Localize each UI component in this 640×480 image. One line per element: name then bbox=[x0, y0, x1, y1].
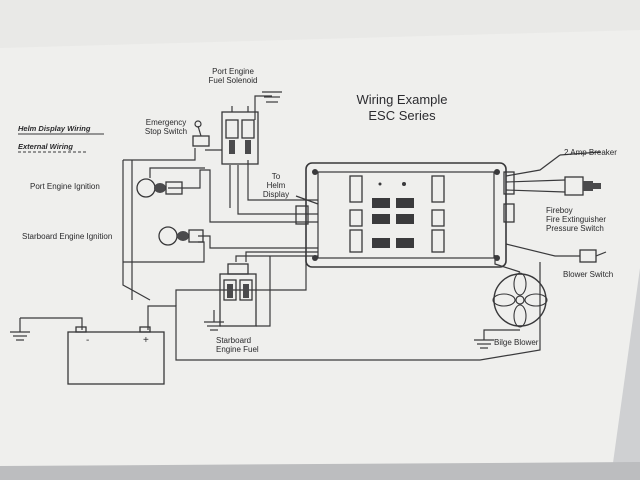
breaker bbox=[559, 151, 601, 156]
label-line: Stop Switch bbox=[144, 127, 188, 136]
paper-sheet bbox=[0, 0, 640, 470]
legend-external-wiring: External Wiring bbox=[18, 142, 73, 151]
label-emergency-stop-switch: Emergency Stop Switch bbox=[138, 118, 194, 136]
emergency-stop-switch bbox=[192, 120, 210, 147]
label-port-engine-fuel-solenoid: Port Engine Fuel Solenoid bbox=[198, 67, 268, 85]
bilge-blower-fan bbox=[492, 272, 548, 328]
label-line: Helm bbox=[266, 181, 286, 190]
wire-breaker bbox=[505, 154, 561, 177]
label-line: Pressure Switch bbox=[546, 224, 604, 233]
wiring-lines bbox=[20, 95, 580, 361]
port-ignition-switch bbox=[136, 178, 183, 198]
ground-symbol-solenoid bbox=[262, 91, 282, 103]
wire-port-ignition bbox=[168, 169, 318, 223]
wire-stbd-ignition bbox=[198, 235, 318, 249]
ground-symbol-blower bbox=[474, 339, 494, 349]
label-line: Fuel Solenoid bbox=[208, 76, 258, 85]
wire-stbd-fuel bbox=[235, 255, 318, 262]
battery-negative-terminal: - bbox=[86, 335, 90, 346]
ground-symbol-battery bbox=[10, 318, 30, 341]
label-to-helm-display: To Helm Display bbox=[258, 172, 294, 199]
label-starboard-engine-fuel: Starboard Engine Fuel bbox=[216, 336, 259, 354]
wire-port-fuel bbox=[237, 165, 318, 215]
label-line: Port Engine bbox=[212, 67, 254, 76]
label-bilge-blower: Bilge Blower bbox=[494, 338, 539, 347]
wire-helm-display bbox=[295, 195, 319, 205]
label-line: Emergency bbox=[145, 118, 187, 127]
fireboy-pressure-switch bbox=[564, 176, 601, 196]
label-line: To bbox=[271, 172, 281, 181]
wire-battery-negative bbox=[20, 317, 83, 330]
title-line-1: Wiring Example bbox=[356, 92, 448, 107]
label-port-engine-ignition: Port Engine Ignition bbox=[30, 182, 100, 191]
legend-helm-display-wiring: Helm Display Wiring bbox=[18, 124, 91, 133]
battery bbox=[67, 326, 165, 385]
wire-blower-ground bbox=[483, 329, 520, 340]
wire-stbd-fuel-3 bbox=[256, 256, 271, 327]
wire-positive-to-box bbox=[175, 256, 307, 306]
wire-battery-positive bbox=[147, 262, 541, 361]
wire-left-trunk bbox=[122, 160, 151, 301]
wire-fireboy-2 bbox=[505, 189, 566, 193]
wire-port-ignition-top bbox=[149, 167, 205, 178]
label-blower-switch: Blower Switch bbox=[563, 270, 614, 279]
starboard-fuel-solenoid bbox=[219, 263, 257, 327]
blower-switch bbox=[579, 249, 607, 263]
ground-symbol-stbd-fuel bbox=[204, 310, 224, 331]
esc-controller-box bbox=[295, 162, 515, 268]
label-line: Fire Extinguisher bbox=[546, 215, 607, 224]
wire-stbd-fuel-2 bbox=[245, 251, 318, 262]
label-line: Starboard bbox=[216, 336, 252, 345]
label-line: Fireboy bbox=[546, 206, 573, 215]
battery-positive-terminal: + bbox=[143, 335, 149, 346]
wire-fireboy-1 bbox=[505, 179, 566, 183]
paper-shadow bbox=[0, 0, 640, 48]
wire-blower-switch bbox=[505, 243, 580, 257]
desk-surface bbox=[0, 462, 640, 480]
label-starboard-engine-ignition: Starboard Engine Ignition bbox=[22, 232, 113, 241]
label-line: Engine Fuel bbox=[216, 345, 259, 354]
label-fireboy-pressure-switch: Fireboy Fire Extinguisher Pressure Switc… bbox=[546, 206, 606, 233]
port-fuel-solenoid bbox=[221, 106, 259, 165]
title-line-2: ESC Series bbox=[368, 108, 436, 123]
starboard-ignition-switch bbox=[158, 226, 204, 246]
wire-port-fuel-3 bbox=[247, 160, 318, 201]
wire-estop-left bbox=[123, 148, 196, 161]
diagram-title: Wiring Example ESC Series bbox=[346, 92, 458, 124]
label-line: Display bbox=[262, 190, 290, 199]
label-2-amp-breaker: 2 Amp Breaker bbox=[564, 148, 617, 157]
